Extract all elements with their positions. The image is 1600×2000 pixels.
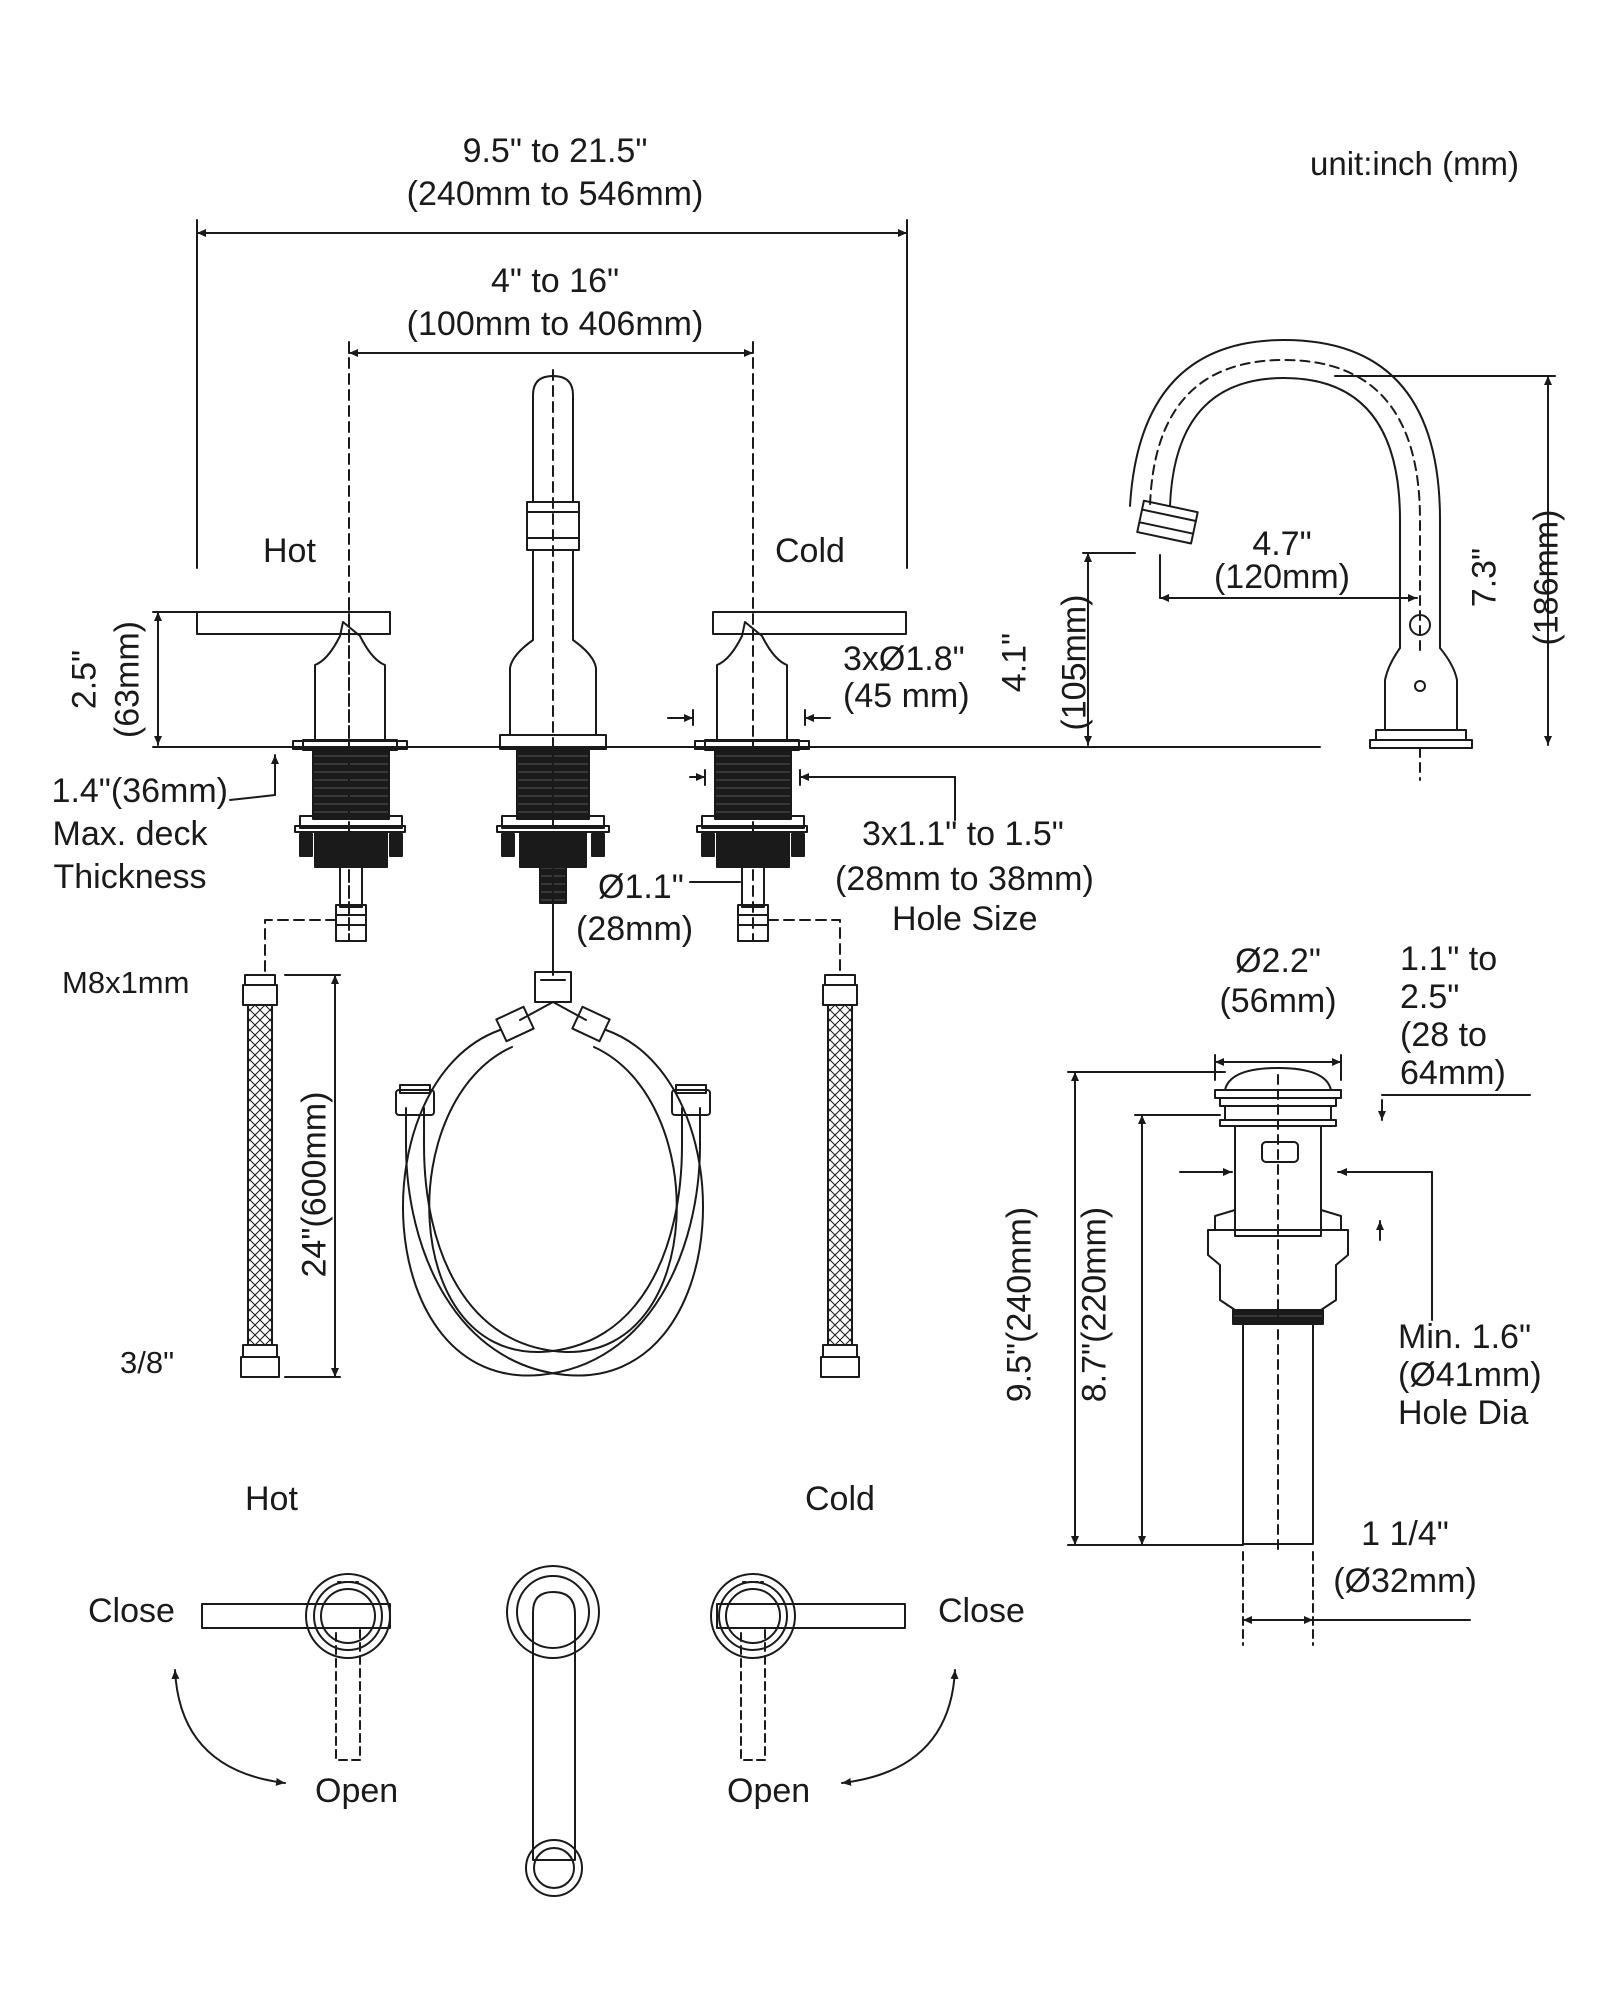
hot-handle-front <box>196 599 408 942</box>
spout-height-label: 4.1" <box>995 632 1034 693</box>
overall-width-mm-label: (240mm to 546mm) <box>406 175 704 213</box>
overall-width-label: 9.5" to 21.5" <box>462 132 648 170</box>
hot-label-front: Hot <box>263 532 316 570</box>
dimension-deck-thickness <box>229 754 279 801</box>
dimension-handle-height <box>152 611 199 746</box>
deck-range-label-3: (28 to <box>1400 1016 1487 1054</box>
center-width-mm-label: (100mm to 406mm) <box>406 305 704 343</box>
dimension-spout-height <box>1082 552 1136 746</box>
dimension-cap-diameter <box>1214 1054 1342 1081</box>
dimension-drain-total <box>1067 1071 1244 1546</box>
cold-handle-front <box>694 611 907 942</box>
dimension-min-hole <box>1179 1168 1433 1321</box>
hose-thread-label: M8x1mm <box>62 965 190 1000</box>
deck-range-label-1: 1.1" to <box>1400 940 1498 978</box>
dimension-reach <box>1159 554 1418 602</box>
close-label-right: Close <box>938 1592 1025 1630</box>
hot-label-top: Hot <box>245 1480 298 1518</box>
close-label-left: Close <box>88 1592 175 1630</box>
deck-thickness-label: 1.4"(36mm) <box>51 772 228 810</box>
open-label-right: Open <box>727 1772 811 1810</box>
cold-supply-hose <box>820 974 860 1378</box>
dimension-drain-body <box>1134 1114 1221 1546</box>
min-hole-label-3: Hole Dia <box>1398 1394 1529 1432</box>
min-hole-label-1: Min. 1.6" <box>1398 1318 1532 1356</box>
spout-top-view <box>506 1565 600 1897</box>
shank-dia-label: Ø1.1" <box>598 868 684 906</box>
hot-rotation-arrow <box>171 1669 286 1786</box>
center-width-label: 4" to 16" <box>490 262 620 300</box>
cold-label-front: Cold <box>775 532 845 570</box>
dimension-hole-size <box>689 769 956 821</box>
spout-side-view <box>1129 339 1473 781</box>
handle-height-label: 2.5" <box>65 649 104 710</box>
open-label-left: Open <box>315 1772 399 1810</box>
unit-label: unit:inch (mm) <box>1310 145 1520 182</box>
dimension-tailpiece-dia <box>1242 1551 1471 1646</box>
cold-rotation-arrow <box>841 1669 959 1786</box>
dimension-overall-width <box>196 219 908 569</box>
max-deck-label: Max. deck <box>52 815 208 853</box>
shank-dia-mm-label: (28mm) <box>576 910 694 948</box>
tailpiece-dia-label: 1 1/4" <box>1361 1515 1449 1553</box>
dimension-total-height <box>1334 375 1556 746</box>
thickness-label: Thickness <box>53 858 207 896</box>
hose-fitting-label: 3/8" <box>120 1345 175 1380</box>
hose-length-label: 24"(600mm) <box>295 1091 334 1278</box>
connecting-hose-loop <box>395 971 711 1377</box>
drain-body-length-label: 8.7"(220mm) <box>1075 1206 1114 1403</box>
hose-connection-lines <box>264 904 841 976</box>
cold-handle-top-view <box>710 1573 906 1761</box>
base-dia-label: 3xØ1.8" <box>843 640 965 678</box>
drain-cap-dia-label: Ø2.2" <box>1235 942 1321 980</box>
hole-size-mm-label: (28mm to 38mm) <box>835 860 1094 898</box>
dimension-hose-length <box>284 974 341 1378</box>
min-hole-label-2: (Ø41mm) <box>1398 1356 1542 1394</box>
total-height-label: 7.3" <box>1465 547 1504 608</box>
reach-label: 4.7" <box>1252 525 1312 563</box>
total-height-mm-label: (186mm) <box>1527 509 1566 646</box>
hole-size-range-label: 3x1.1" to 1.5" <box>862 815 1064 853</box>
drain-total-length-label: 9.5"(240mm) <box>1000 1206 1039 1403</box>
deck-range-label-2: 2.5" <box>1400 978 1460 1016</box>
reach-mm-label: (120mm) <box>1213 558 1351 596</box>
base-dia-mm-label: (45 mm) <box>843 677 970 715</box>
handle-height-mm-label: (63mm) <box>108 621 147 739</box>
hot-handle-top-view <box>201 1573 391 1761</box>
hole-size-label: Hole Size <box>892 900 1038 938</box>
spout-front <box>496 369 610 976</box>
deck-range-label-4: 64mm) <box>1400 1054 1506 1092</box>
dimension-deck-range <box>1376 1094 1531 1241</box>
tailpiece-dia-mm-label: (Ø32mm) <box>1333 1562 1477 1600</box>
pop-up-drain <box>1207 1067 1349 1556</box>
dimension-base-diameter <box>667 709 831 726</box>
hot-supply-hose <box>240 974 280 1378</box>
cold-label-top: Cold <box>805 1480 875 1518</box>
spout-height-mm-label: (105mm) <box>1055 594 1094 731</box>
drain-cap-dia-mm-label: (56mm) <box>1219 982 1337 1020</box>
